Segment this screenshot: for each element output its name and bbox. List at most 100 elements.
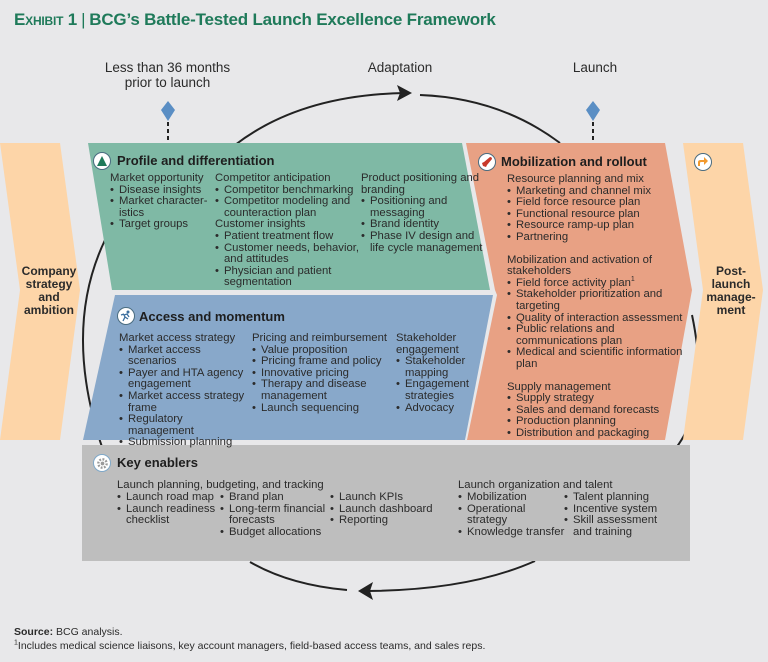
- group-heading: Stakeholder engagement: [396, 332, 459, 356]
- access-col-3: Stakeholder engagement Stakeholder mappi…: [396, 332, 471, 415]
- mobilization-panel-title: Mobilization and rollout: [501, 154, 647, 169]
- list-item: Regulatory management: [119, 413, 249, 437]
- list-item: Positioning and messaging: [361, 195, 486, 219]
- flow-arrowhead-bottom: [358, 582, 373, 600]
- list-item: Partnering: [507, 231, 692, 244]
- list-item: Budget allocations: [220, 526, 330, 539]
- list-item: Brand identity: [361, 219, 486, 231]
- list-item: Knowledge transfer: [458, 526, 566, 539]
- timeline-start-label: Less than 36 months prior to launch: [104, 60, 231, 90]
- list-item: Launch road map: [117, 491, 220, 504]
- group-heading: Market opportunity: [110, 172, 204, 184]
- exhibit-title-text: BCG’s Battle-Tested Launch Excellence Fr…: [89, 10, 496, 29]
- source-note: Source: BCG analysis.: [14, 626, 123, 638]
- list-item: Payer and HTA agency engagement: [119, 367, 249, 391]
- list-item: Market access strategy frame: [119, 390, 249, 414]
- runner-icon: [117, 307, 135, 325]
- profile-panel-title: Profile and differentiation: [117, 153, 275, 168]
- list-item: Medical and scientific information plan: [507, 346, 692, 370]
- enablers-s1-col-3: Launch KPIs Launch dashboard Reporting: [330, 491, 440, 527]
- gear-icon: [93, 454, 111, 472]
- list-item: Brand plan: [220, 491, 330, 504]
- flow-arc-bottom-right: [367, 560, 536, 592]
- list-item: Skill assessment and training: [564, 514, 669, 538]
- list-item: Operational strategy: [458, 503, 566, 527]
- list-item: Functional resource plan: [507, 208, 692, 221]
- list-item: Disease insights: [110, 184, 215, 197]
- access-col-2: Pricing and reimbursement Value proposit…: [252, 332, 392, 415]
- list-item: Launch readiness checklist: [117, 503, 220, 527]
- enablers-section-2: Launch organization and talent: [458, 479, 678, 492]
- list-item: Launch KPIs: [330, 491, 440, 504]
- list-item: Mobilization: [458, 491, 566, 504]
- list-item: Field force activity plan1: [507, 275, 692, 290]
- timeline-end-label: Launch: [572, 60, 618, 75]
- enablers-s1-col-2: Brand plan Long-term financial forecasts…: [220, 491, 330, 539]
- list-item: Competitor benchmarking: [215, 184, 360, 197]
- list-item: Market access scenarios: [119, 344, 249, 368]
- list-item: Launch dashboard: [330, 503, 440, 516]
- access-panel-title: Access and momentum: [139, 309, 285, 324]
- group-heading: Resource planning and mix: [507, 173, 644, 185]
- mobilization-content: Resource planning and mix Marketing and …: [507, 173, 692, 440]
- exhibit-title: Exhibit 1|BCG’s Battle-Tested Launch Exc…: [14, 10, 496, 30]
- list-item: Target groups: [110, 219, 215, 231]
- right-chevron-shape: [683, 143, 763, 440]
- list-item: Stakeholder mapping: [396, 355, 471, 379]
- list-item: Incentive system: [564, 503, 669, 516]
- flow-arc-top: [234, 92, 406, 146]
- list-item: Marketing and channel mix: [507, 185, 692, 198]
- profile-col-3: Product positioning and branding Positio…: [361, 172, 486, 254]
- list-item: Sales and demand forecasts: [507, 404, 692, 417]
- list-item: Launch sequencing: [252, 402, 392, 415]
- start-marker-diamond: [161, 101, 175, 121]
- footnote-text: Includes medical science liaisons, key a…: [17, 640, 486, 652]
- list-item-text: Field force activity plan: [516, 276, 631, 289]
- list-item: Talent planning: [564, 491, 669, 504]
- source-label: Source:: [14, 626, 54, 638]
- list-item: Customer needs, behavior, and attitudes: [215, 242, 360, 266]
- enablers-s1-col-1: Launch road map Launch readiness checkli…: [117, 491, 220, 527]
- exhibit-number: Exhibit 1: [14, 10, 78, 29]
- list-item: Market character-istics: [110, 195, 215, 219]
- enablers-panel-title: Key enablers: [117, 455, 198, 470]
- flow-arc-bottom-left: [249, 561, 348, 591]
- group-heading: Launch organization and talent: [458, 479, 613, 491]
- list-item: Production planning: [507, 416, 692, 428]
- footnote-mark: 1: [630, 275, 635, 283]
- group-heading: Competitor anticipation: [215, 172, 331, 184]
- arrow-icon: [694, 153, 712, 171]
- list-item: Quality of interaction assessment: [507, 312, 692, 325]
- group-heading: Mobilization and activation of stakehold…: [507, 253, 653, 278]
- list-item: Competitor modeling and counteraction pl…: [215, 195, 360, 219]
- group-heading: Launch planning, budgeting, and tracking: [117, 479, 324, 491]
- list-item: Advocacy: [396, 402, 471, 415]
- title-separator: |: [81, 10, 86, 29]
- rocket-icon: [478, 153, 496, 171]
- list-item: Physician and patient segmentation: [215, 265, 360, 289]
- enablers-section-1: Launch planning, budgeting, and tracking: [117, 479, 447, 492]
- list-item: Reporting: [330, 515, 440, 527]
- launch-marker-diamond: [586, 101, 600, 121]
- timeline-middle-label: Adaptation: [367, 60, 433, 75]
- list-item: Field force resource plan: [507, 197, 692, 209]
- footnote: 1Includes medical science liaisons, key …: [14, 639, 486, 653]
- profile-col-1: Market opportunity Disease insights Mark…: [110, 172, 215, 231]
- list-item: Value proposition: [252, 344, 392, 357]
- flow-arc-top-right: [419, 94, 561, 144]
- source-text: BCG analysis.: [56, 626, 123, 638]
- group-heading: Market access strategy: [119, 332, 236, 344]
- list-item: Therapy and disease management: [252, 379, 392, 402]
- list-item: Innovative pricing: [252, 367, 392, 380]
- list-item: Stakeholder prioritization and targeting: [507, 288, 692, 312]
- enablers-s2-col-2: Talent planning Incentive system Skill a…: [564, 491, 669, 538]
- mountain-icon: [93, 152, 111, 170]
- list-item: Resource ramp-up plan: [507, 220, 692, 232]
- list-item: Engagement strategies: [396, 379, 471, 402]
- flow-arrowhead-top: [397, 85, 412, 101]
- list-item: Distribution and packaging: [507, 427, 692, 440]
- footnote-mark: 1: [14, 639, 18, 647]
- list-item: Pricing frame and policy: [252, 356, 392, 368]
